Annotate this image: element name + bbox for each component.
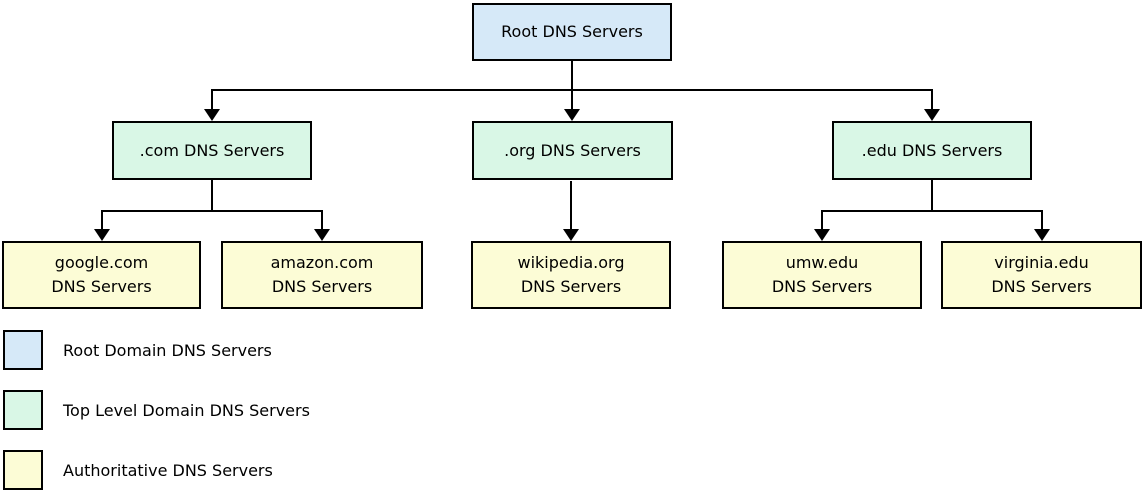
wikipedia-node-sublabel: DNS Servers: [520, 277, 622, 296]
arrowhead-to-umw: [814, 229, 830, 241]
com-tld-node: .com DNS Servers: [112, 121, 312, 180]
connector-com-stub: [211, 180, 213, 212]
legend-item-authoritative: Authoritative DNS Servers: [3, 450, 273, 490]
legend-swatch-top-level-domain: [3, 390, 43, 430]
org-tld-label: .org DNS Servers: [504, 140, 641, 160]
arrowhead-to-wikipedia: [563, 229, 579, 241]
root-dns-label: Root DNS Servers: [501, 22, 643, 41]
connector-com-bus: [101, 210, 323, 212]
legend-item-root-domain: Root Domain DNS Servers: [3, 330, 272, 370]
legend-label-root-domain: Root Domain DNS Servers: [63, 340, 272, 360]
connector-drop-edu: [931, 89, 933, 110]
virginia-node-domain: virginia.edu: [994, 253, 1089, 272]
connector-drop-virginia: [1041, 210, 1043, 230]
legend-label-top-level-domain: Top Level Domain DNS Servers: [63, 400, 310, 420]
org-tld-node: .org DNS Servers: [472, 121, 673, 180]
legend-swatch-root-domain: [3, 330, 43, 370]
com-tld-label: .com DNS Servers: [139, 140, 285, 160]
connector-drop-wikipedia: [570, 181, 572, 230]
arrowhead-to-amazon: [314, 229, 330, 241]
umw-node-domain: umw.edu: [785, 253, 859, 272]
arrowhead-to-google: [94, 229, 110, 241]
umw-authoritative-node: umw.edu DNS Servers: [722, 241, 922, 309]
edu-tld-node: .edu DNS Servers: [832, 121, 1032, 180]
amazon-node-domain: amazon.com: [270, 253, 374, 272]
virginia-node-sublabel: DNS Servers: [991, 277, 1092, 296]
connector-drop-google: [101, 210, 103, 230]
legend-swatch-authoritative: [3, 450, 43, 490]
connector-drop-umw: [821, 210, 823, 230]
connector-root-stub: [571, 61, 573, 91]
google-node-domain: google.com: [54, 253, 149, 272]
edu-tld-label: .edu DNS Servers: [861, 140, 1003, 160]
google-node-sublabel: DNS Servers: [51, 277, 152, 296]
arrowhead-to-edu: [924, 109, 940, 121]
google-authoritative-node: google.com DNS Servers: [2, 241, 201, 309]
virginia-authoritative-node: virginia.edu DNS Servers: [941, 241, 1142, 309]
arrowhead-to-org: [564, 109, 580, 121]
wikipedia-authoritative-node: wikipedia.org DNS Servers: [471, 241, 671, 309]
connector-edu-stub: [931, 180, 933, 212]
arrowhead-to-com: [204, 109, 220, 121]
connector-drop-org: [571, 89, 573, 110]
root-dns-node: Root DNS Servers: [472, 3, 672, 61]
arrowhead-to-virginia: [1034, 229, 1050, 241]
amazon-authoritative-node: amazon.com DNS Servers: [221, 241, 423, 309]
amazon-node-sublabel: DNS Servers: [271, 277, 373, 296]
connector-edu-bus: [821, 210, 1043, 212]
connector-drop-com: [211, 89, 213, 110]
connector-drop-amazon: [321, 210, 323, 230]
legend-label-authoritative: Authoritative DNS Servers: [63, 460, 273, 480]
wikipedia-node-domain: wikipedia.org: [517, 253, 625, 272]
legend-item-top-level-domain: Top Level Domain DNS Servers: [3, 390, 310, 430]
umw-node-sublabel: DNS Servers: [771, 277, 873, 296]
